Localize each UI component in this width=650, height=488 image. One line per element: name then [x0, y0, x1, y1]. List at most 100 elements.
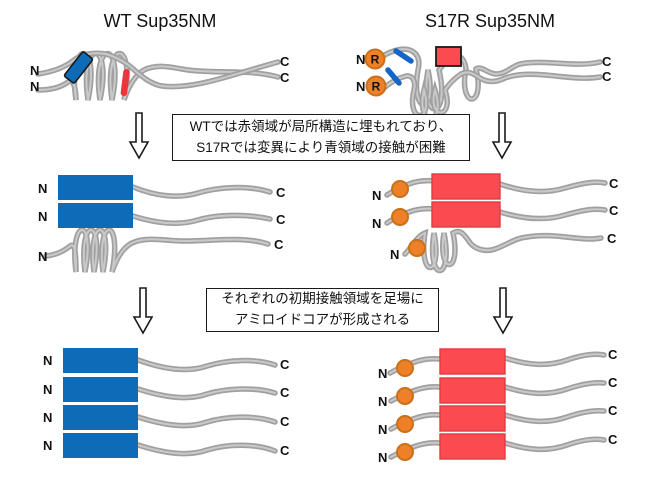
c-label: C [607, 231, 617, 246]
down-arrow-icon [128, 112, 150, 160]
step2-line1: それぞれの初期接触領域を足場に [221, 291, 424, 307]
n-label: N [30, 63, 39, 78]
n-label: N [378, 450, 387, 465]
free-monomer-strand-highlight [45, 229, 269, 273]
red-core-block [439, 405, 506, 432]
c-label: C [280, 357, 290, 372]
r-mutation-label: R [371, 53, 380, 67]
red-region-marker [120, 69, 130, 96]
red-core-block [439, 377, 506, 404]
c-tail-strand-highlight [132, 186, 271, 198]
step1-line1: WTでは赤領域が局所構造に埋もれており、 [189, 118, 453, 134]
n-label: N [372, 188, 381, 203]
wt-fibril-diagram: N N N N C C C C [43, 348, 290, 458]
c-tail-strand-highlight [504, 381, 605, 395]
n-label: N [378, 366, 387, 381]
n-label: N [30, 79, 39, 94]
step1-line2: S17Rでは変異により青領域の接触が困難 [196, 139, 446, 155]
mutation-dot [396, 443, 414, 461]
c-label: C [280, 54, 290, 69]
red-core-block [439, 348, 506, 375]
n-label: N [43, 438, 52, 453]
blue-contact-dash [393, 48, 414, 64]
wt-title: WT Sup35NM [103, 11, 217, 31]
blue-contact-dash [385, 67, 402, 86]
down-arrow-shape [492, 287, 514, 335]
s17r-dimer-diagram: N N N C C C [372, 173, 619, 274]
c-label: C [274, 237, 284, 252]
c-label: C [276, 212, 286, 227]
c-label: C [609, 176, 619, 191]
c-label: C [280, 70, 290, 85]
s17r-strand-lower-highlight [383, 71, 601, 120]
c-tail-strand-highlight [137, 416, 276, 427]
r-mutation-dot [365, 75, 387, 97]
blue-core-block [63, 348, 138, 373]
n-label: N [38, 249, 47, 264]
c-tail-strand-highlight [499, 181, 606, 193]
mutation-dot [396, 359, 414, 377]
mutation-dot [391, 208, 409, 226]
mutation-dot [396, 415, 414, 433]
mutation-dot [396, 387, 414, 405]
n-label: N [356, 79, 365, 94]
c-tail-strand-highlight [504, 409, 605, 423]
n-label: N [390, 247, 399, 262]
blue-core-block [63, 405, 138, 430]
red-core-block [439, 433, 506, 460]
s17r-native-diagram: R R N N C C [356, 46, 612, 122]
c-tail-strand-highlight [504, 438, 605, 451]
r-mutation-dot [364, 48, 386, 70]
step2-line2: アミロイドコアが形成される [234, 312, 411, 327]
n-label: N [38, 181, 47, 196]
n-label: N [356, 52, 365, 67]
step2-annotation-box: それぞれの初期接触領域を足場に アミロイドコアが形成される [206, 288, 439, 332]
n-label: N [38, 209, 47, 224]
c-label: C [602, 69, 612, 84]
c-label: C [608, 347, 618, 362]
c-tail-strand-highlight [132, 214, 271, 225]
c-tail-strand-highlight [137, 444, 276, 455]
c-label: C [608, 403, 618, 418]
wt-dimer-diagram: N N N C C C [38, 175, 286, 273]
r-mutation-label: R [372, 80, 381, 94]
c-tail-strand-highlight [499, 208, 606, 220]
c-tail-strand-highlight [504, 353, 605, 366]
n-label: N [43, 382, 52, 397]
free-monomer-strand-highlight [404, 230, 602, 272]
s17r-title: S17R Sup35NM [424, 11, 556, 31]
blue-core-block [58, 203, 133, 228]
n-label: N [43, 353, 52, 368]
c-label: C [609, 203, 619, 218]
n-label: N [372, 216, 381, 231]
down-arrow-shape [491, 112, 513, 160]
wt-native-diagram: N N C C [30, 50, 290, 101]
red-core-block [431, 173, 501, 200]
down-arrow-shape [132, 287, 154, 335]
red-core-block [431, 201, 501, 228]
down-arrow-icon [492, 287, 514, 335]
down-arrow-icon [132, 287, 154, 335]
c-label: C [280, 443, 290, 458]
s17r-fibril-diagram: N N N N C C C C [378, 347, 618, 465]
c-label: C [602, 54, 612, 69]
step1-annotation-box: WTでは赤領域が局所構造に埋もれており、 S17Rでは変異により青領域の接触が困… [172, 114, 470, 161]
blue-core-block [63, 433, 138, 458]
c-label: C [608, 432, 618, 447]
wt-strand-upper-highlight [37, 52, 279, 88]
c-tail-strand-highlight [137, 359, 276, 371]
mutation-dot [391, 180, 409, 198]
c-label: C [608, 375, 618, 390]
n-label: N [43, 410, 52, 425]
free-monomer-strand [43, 227, 271, 273]
down-arrow-shape [128, 112, 150, 160]
n-label: N [378, 394, 387, 409]
c-tail-strand-highlight [137, 387, 276, 399]
mutation-dot [408, 239, 426, 257]
blue-region-marker [63, 51, 94, 84]
n-label: N [378, 422, 387, 437]
down-arrow-icon [491, 112, 513, 160]
red-region-box [435, 46, 462, 67]
blue-core-block [63, 377, 138, 402]
